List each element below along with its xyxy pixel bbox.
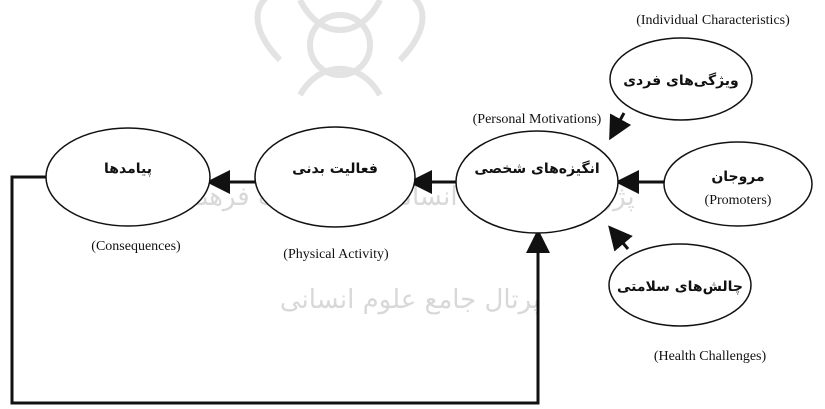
node-personal-motivations-ellipse bbox=[455, 130, 619, 234]
arrow-health-to-motivations bbox=[608, 225, 633, 252]
node-consequences-label-en: (Consequences) bbox=[91, 239, 181, 254]
arrow-individual-to-motivations bbox=[609, 112, 632, 141]
node-personal-motivations-label-fa: انگیزه‌های شخصی bbox=[474, 160, 599, 177]
feedback-loop-arrow bbox=[10, 175, 550, 405]
node-consequences: پیامدها (Consequences) bbox=[45, 127, 211, 254]
node-physical-activity-label-fa: فعالیت بدنی bbox=[292, 161, 378, 177]
node-consequences-ellipse bbox=[45, 127, 211, 227]
node-promoters: مروجان (Promoters) bbox=[663, 141, 813, 227]
node-individual-characteristics-label-en: (Individual Characteristics) bbox=[636, 13, 790, 28]
node-physical-activity-ellipse bbox=[254, 126, 416, 228]
node-promoters-label-fa: مروجان bbox=[711, 169, 764, 185]
watermark-line2: پرتال جامع علوم انسانی bbox=[280, 285, 540, 315]
node-promoters-label-en: (Promoters) bbox=[705, 193, 772, 208]
node-consequences-label-fa: پیامدها bbox=[104, 161, 152, 177]
node-health-challenges-ellipse bbox=[608, 243, 752, 327]
node-physical-activity: فعالیت بدنی (Physical Activity) bbox=[254, 126, 416, 262]
node-health-challenges-label-fa: چالش‌های سلامتی bbox=[617, 279, 743, 295]
node-individual-characteristics-label-fa: ویژگی‌های فردی bbox=[623, 72, 739, 89]
watermark-emblem bbox=[254, 0, 426, 97]
node-physical-activity-label-en: (Physical Activity) bbox=[283, 247, 389, 262]
node-personal-motivations: انگیزه‌های شخصی (Personal Motivations) bbox=[455, 112, 619, 234]
node-personal-motivations-label-en: (Personal Motivations) bbox=[473, 112, 602, 127]
connections bbox=[10, 112, 664, 405]
node-health-challenges-label-en: (Health Challenges) bbox=[654, 349, 767, 364]
node-health-challenges: چالش‌های سلامتی (Health Challenges) bbox=[608, 243, 767, 364]
node-individual-characteristics-ellipse bbox=[609, 37, 753, 121]
node-promoters-ellipse bbox=[663, 141, 813, 227]
node-individual-characteristics: ویژگی‌های فردی (Individual Characteristi… bbox=[609, 13, 790, 121]
